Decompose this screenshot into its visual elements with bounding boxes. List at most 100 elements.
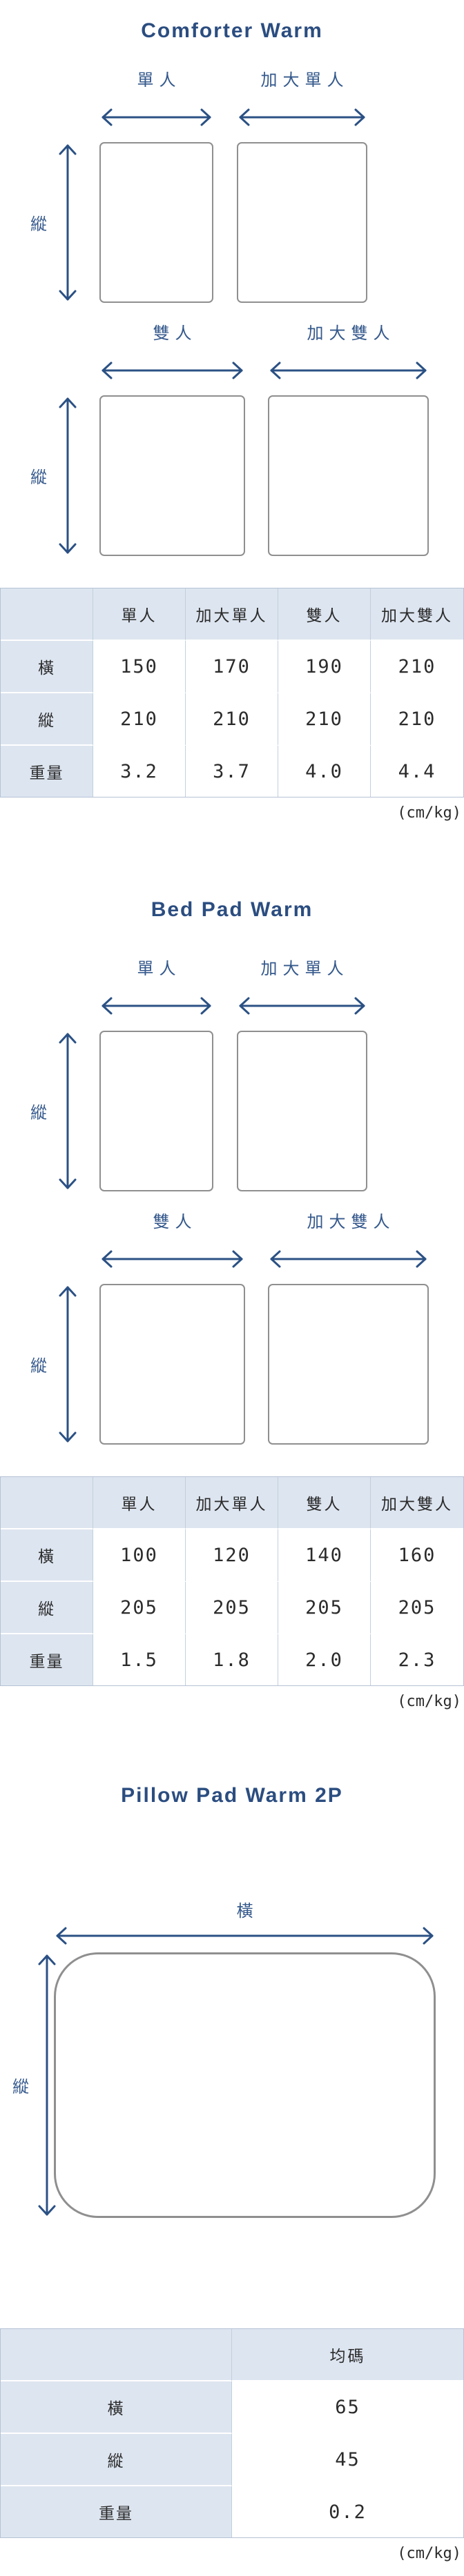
table-header-row: 均碼 — [1, 2329, 463, 2381]
table-value-cell: 210 — [278, 693, 371, 746]
table-header-cell: 加大單人 — [186, 588, 278, 641]
vertical-axis: 縱 — [30, 142, 77, 303]
bed-diagram: 雙人 — [99, 1211, 245, 1445]
table-value-cell: 160 — [371, 1529, 463, 1582]
diagram-row: 縱 單人 加大單人 — [0, 958, 464, 1191]
diagram-row: 縱 單人 加大單人 — [0, 69, 464, 303]
table-header-cell: 加大單人 — [186, 1477, 278, 1529]
table-value-cell: 1.5 — [93, 1634, 186, 1685]
table-header-row: 單人 加大單人 雙人 加大雙人 — [1, 588, 463, 641]
size-table: 均碼 橫 65 縱 45 重量 0.2 — [0, 2328, 464, 2538]
pillow-rectangle — [54, 1952, 436, 2218]
bed-rectangle — [99, 395, 245, 556]
table-value-cell: 3.2 — [93, 746, 186, 797]
horizontal-arrow-icon — [102, 997, 211, 1015]
size-table: 單人 加大單人 雙人 加大雙人 橫 150 170 190 210 縱 210 … — [0, 588, 464, 797]
table-header-cell: 雙人 — [278, 1477, 371, 1529]
table-corner-cell — [1, 1477, 93, 1529]
bed-rectangle — [99, 1031, 213, 1191]
table-value-cell: 0.2 — [232, 2486, 463, 2537]
bed-rectangle — [237, 142, 367, 303]
vertical-axis: 縱 — [30, 395, 77, 556]
unit-note: (cm/kg) — [397, 1693, 461, 1710]
table-row-label: 縱 — [1, 1582, 93, 1634]
horizontal-axis-label: 橫 — [236, 1902, 255, 1921]
table-row-label: 橫 — [1, 1529, 93, 1582]
bed-diagram: 雙人 — [99, 322, 245, 556]
table-row: 縱 205 205 205 205 — [1, 1582, 463, 1634]
table-value-cell: 4.0 — [278, 746, 371, 797]
horizontal-arrow-icon — [102, 108, 211, 126]
table-row: 縱 210 210 210 210 — [1, 693, 463, 746]
horizontal-arrow-icon — [270, 1250, 427, 1268]
table-header-row: 單人 加大單人 雙人 加大雙人 — [1, 1477, 463, 1529]
bed-rectangle — [268, 395, 429, 556]
vertical-axis-label: 縱 — [30, 1104, 47, 1122]
section-pillow-pad: Pillow Pad Warm 2P 橫 縱 均碼 橫 65 縱 45 — [0, 1783, 464, 2564]
bed-rectangle — [237, 1031, 367, 1191]
table-value-cell: 210 — [371, 641, 463, 693]
size-label: 單人 — [137, 960, 182, 978]
size-label: 單人 — [137, 71, 182, 90]
table-row-label: 縱 — [1, 693, 93, 746]
table-row: 縱 45 — [1, 2434, 463, 2486]
bed-diagram: 單人 — [99, 69, 213, 303]
table-value-cell: 205 — [371, 1582, 463, 1634]
table-header-cell: 加大雙人 — [371, 1477, 463, 1529]
table-value-cell: 190 — [278, 641, 371, 693]
unit-note: (cm/kg) — [397, 2545, 461, 2562]
table-value-cell: 2.3 — [371, 1634, 463, 1685]
section-title: Pillow Pad Warm 2P — [121, 1784, 343, 1807]
diagram-row: 縱 雙人 加大雙人 — [0, 1211, 464, 1445]
horizontal-arrow-icon — [239, 108, 365, 126]
table-row-label: 橫 — [1, 641, 93, 693]
vertical-axis: 縱 — [30, 1284, 77, 1445]
size-label: 加大雙人 — [307, 324, 396, 343]
bed-diagram: 加大單人 — [237, 958, 367, 1191]
table-value-cell: 140 — [278, 1529, 371, 1582]
vertical-axis-label: 縱 — [30, 1357, 47, 1376]
table-value-cell: 3.7 — [186, 746, 278, 797]
table-value-cell: 1.8 — [186, 1634, 278, 1685]
section-bed-pad: Bed Pad Warm 縱 單人 加大單人 縱 雙 — [0, 897, 464, 1712]
bed-diagram: 加大單人 — [237, 69, 367, 303]
vertical-axis: 縱 — [30, 1031, 77, 1191]
vertical-axis-label: 縱 — [30, 468, 47, 487]
table-value-cell: 210 — [371, 693, 463, 746]
table-header-cell: 雙人 — [278, 588, 371, 641]
vertical-arrow-icon — [59, 144, 77, 301]
vertical-arrow-icon — [59, 397, 77, 554]
bed-diagram: 加大雙人 — [268, 322, 429, 556]
table-value-cell: 205 — [278, 1582, 371, 1634]
table-row: 重量 3.2 3.7 4.0 4.4 — [1, 746, 463, 797]
horizontal-arrow-icon — [102, 361, 243, 379]
unit-note: (cm/kg) — [397, 804, 461, 822]
table-header-cell: 加大雙人 — [371, 588, 463, 641]
bed-diagram: 單人 — [99, 958, 213, 1191]
table-value-cell: 4.4 — [371, 746, 463, 797]
section-comforter: Comforter Warm 縱 單人 加大單人 縱 — [0, 18, 464, 824]
table-row-label: 重量 — [1, 1634, 93, 1685]
table-value-cell: 205 — [186, 1582, 278, 1634]
table-corner-cell — [1, 588, 93, 641]
table-corner-cell — [1, 2329, 232, 2381]
size-label: 雙人 — [153, 324, 197, 343]
table-value-cell: 210 — [93, 693, 186, 746]
size-label: 加大雙人 — [307, 1213, 396, 1231]
size-label: 加大單人 — [260, 71, 349, 90]
table-value-cell: 150 — [93, 641, 186, 693]
section-title: Bed Pad Warm — [151, 898, 313, 921]
table-header-cell: 單人 — [93, 588, 186, 641]
bed-rectangle — [99, 142, 213, 303]
vertical-arrow-icon — [59, 1033, 77, 1189]
diagram-row: 縱 雙人 加大雙人 — [0, 322, 464, 556]
table-value-cell: 205 — [93, 1582, 186, 1634]
table-value-cell: 45 — [232, 2434, 463, 2486]
vertical-axis-label: 縱 — [12, 2078, 29, 2097]
vertical-axis: 縱 — [12, 1952, 57, 2218]
horizontal-arrow-icon — [56, 1927, 434, 1945]
table-value-cell: 170 — [186, 641, 278, 693]
horizontal-arrow-icon — [270, 361, 427, 379]
table-value-cell: 100 — [93, 1529, 186, 1582]
table-row: 橫 100 120 140 160 — [1, 1529, 463, 1582]
